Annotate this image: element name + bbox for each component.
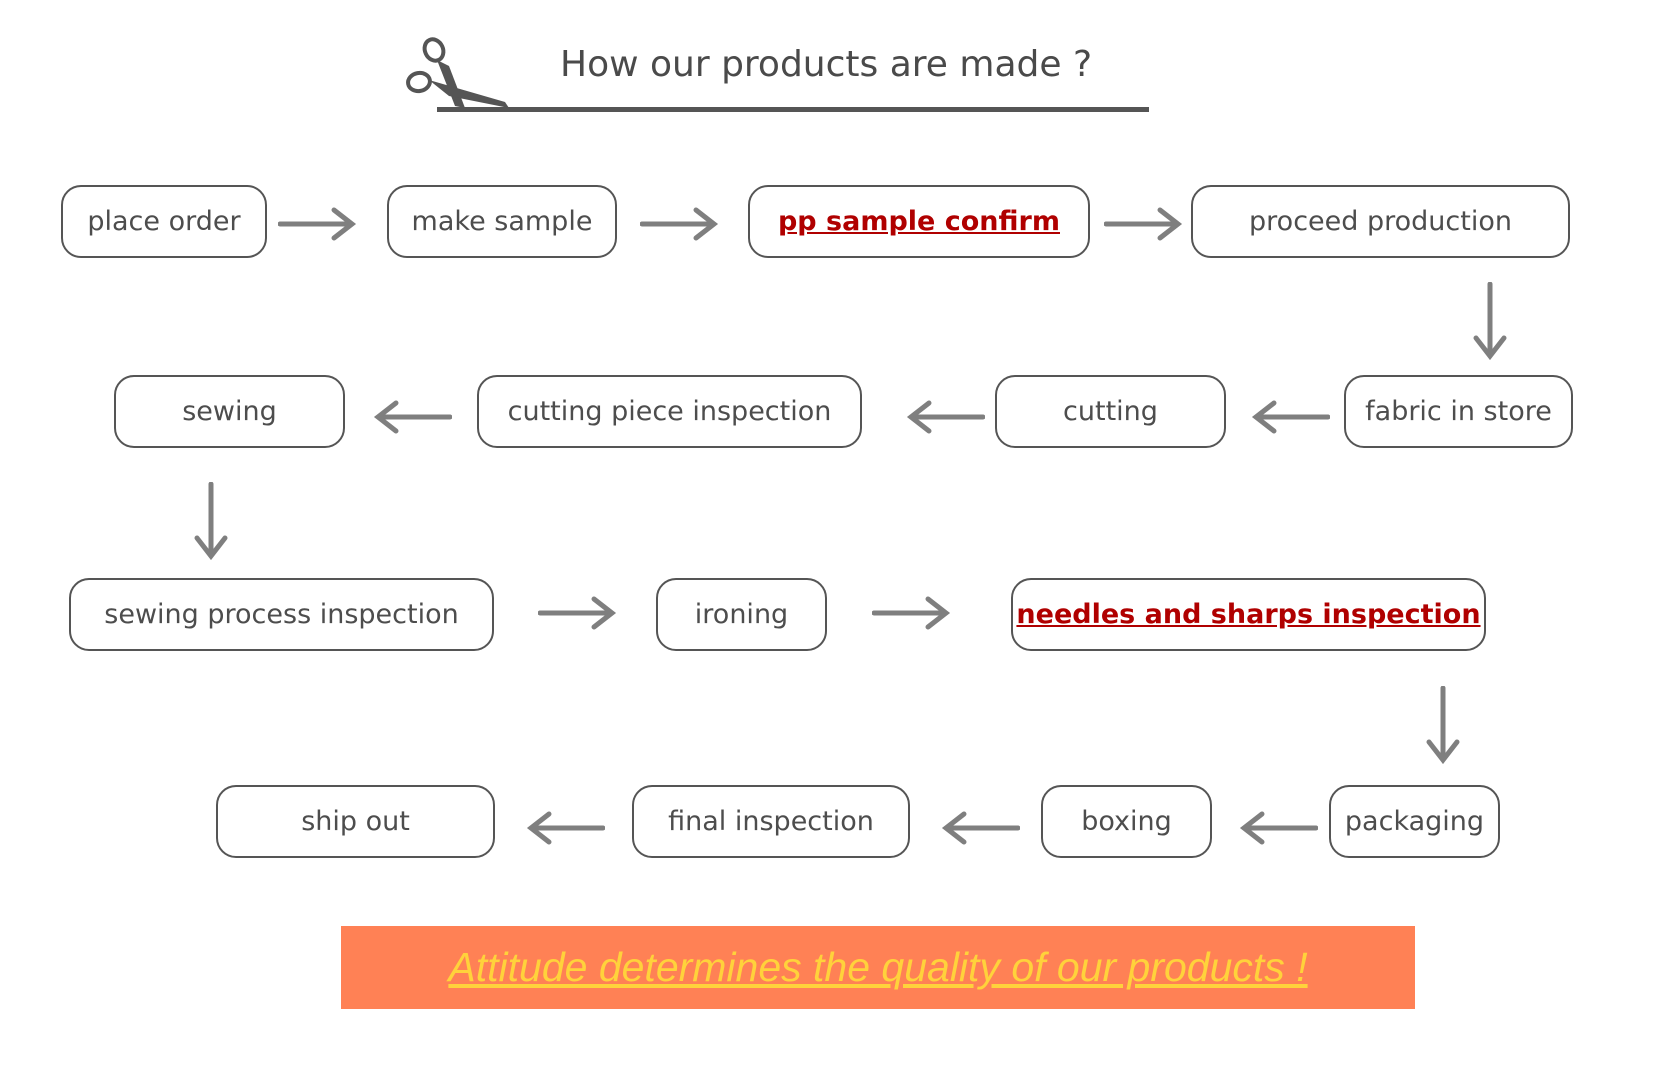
step-label: cutting [1063, 396, 1158, 427]
step-boxing: boxing [1041, 785, 1212, 858]
step-pp-sample-confirm: pp sample confirm [748, 185, 1090, 258]
arrow-left-icon [526, 811, 605, 845]
step-ironing: ironing [656, 578, 827, 651]
banner-text: Attitude determines the quality of our p… [448, 944, 1308, 990]
step-ship-out: ship out [216, 785, 495, 858]
step-cutting-piece-inspection: cutting piece inspection [477, 375, 862, 448]
step-label: boxing [1081, 806, 1172, 837]
arrow-left-icon [906, 400, 985, 434]
step-place-order: place order [61, 185, 267, 258]
step-label: make sample [411, 206, 593, 237]
step-needles-and-sharps-inspection: needles and sharps inspection [1011, 578, 1486, 651]
step-label: cutting piece inspection [507, 396, 832, 427]
arrow-left-icon [373, 400, 452, 434]
arrow-left-icon [1251, 400, 1330, 434]
scissors-icon [406, 37, 509, 108]
step-label: packaging [1344, 806, 1485, 837]
arrow-right-icon [538, 596, 617, 630]
step-packaging: packaging [1329, 785, 1500, 858]
arrow-right-icon [1104, 207, 1183, 241]
step-cutting: cutting [995, 375, 1226, 448]
arrow-down-icon [1473, 282, 1507, 361]
step-label: sewing [182, 396, 277, 427]
arrow-down-icon [194, 482, 228, 561]
step-make-sample: make sample [387, 185, 617, 258]
step-label: needles and sharps inspection [1016, 599, 1481, 630]
step-label: ship out [301, 806, 410, 837]
arrow-left-icon [941, 811, 1020, 845]
arrow-left-icon [1239, 811, 1318, 845]
step-label: proceed production [1249, 206, 1512, 237]
arrow-down-icon [1426, 686, 1460, 765]
title-underline [437, 107, 1149, 112]
step-sewing-process-inspection: sewing process inspection [69, 578, 494, 651]
step-label: sewing process inspection [104, 599, 459, 630]
arrow-right-icon [640, 207, 719, 241]
step-label: fabric in store [1365, 396, 1552, 427]
arrow-right-icon [278, 207, 357, 241]
arrow-right-icon [872, 596, 951, 630]
step-label: ironing [694, 599, 789, 630]
step-label: final inspection [668, 806, 874, 837]
page-title: How our products are made ? [560, 44, 1093, 85]
step-fabric-in-store: fabric in store [1344, 375, 1573, 448]
quality-banner: Attitude determines the quality of our p… [341, 926, 1415, 1009]
step-proceed-production: proceed production [1191, 185, 1570, 258]
step-label: pp sample confirm [777, 206, 1060, 237]
step-final-inspection: final inspection [632, 785, 910, 858]
step-sewing: sewing [114, 375, 345, 448]
step-label: place order [87, 206, 241, 237]
